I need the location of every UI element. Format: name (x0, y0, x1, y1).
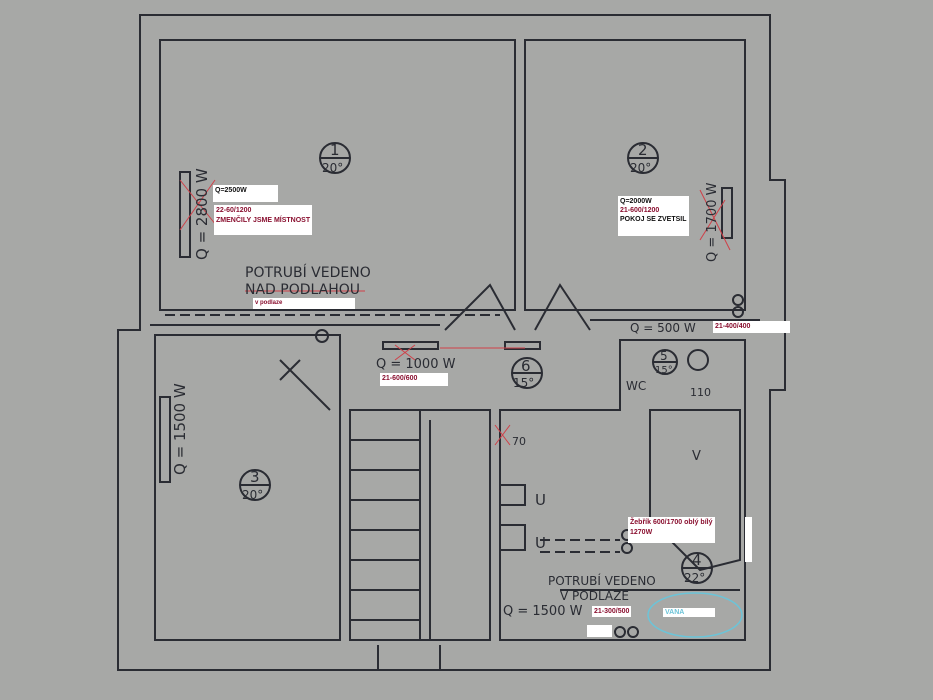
white-patch (587, 625, 612, 637)
room-1-number: 1 (330, 141, 340, 159)
bath-ladder: Žebřík 600/1700 oblý bílý (630, 519, 713, 526)
room1-annotation-box: 22-60/1200 ZMENČILY JSME MÍSTNOST (214, 205, 313, 235)
room-6-number: 6 (521, 357, 531, 375)
staircase (349, 409, 491, 641)
bath-type: 21-300/500 (592, 606, 632, 617)
vana-label: VANA (663, 608, 715, 617)
q-hall: Q = 1000 W (376, 357, 456, 372)
wall-horizontal (150, 319, 760, 326)
u-label-1: U (535, 491, 546, 509)
room-4-temp: 22° (684, 571, 705, 585)
hall-type: 21-600/600 (380, 373, 448, 386)
bathroom-wall (499, 339, 746, 641)
room-5-number: 5 (660, 349, 668, 363)
white-strip (745, 517, 752, 562)
pipe-top-1: POTRUBÍ VEDENO (245, 264, 371, 281)
room-3-temp: 20° (242, 488, 263, 502)
pipe-note: v podlaze (253, 298, 355, 309)
pipe-bottom-2: V PODLAZE (560, 589, 629, 603)
room-5-temp: 15° (655, 365, 673, 376)
u-label-2: U (535, 534, 546, 552)
bath-ladder-w: 1270W (630, 529, 653, 536)
wc-type: 21-400/400 (713, 321, 790, 333)
v-label: V (692, 449, 701, 464)
room2-note: POKOJ SE ZVETSIL (620, 216, 687, 223)
wc-label: WC (626, 379, 646, 393)
q-room3: Q = 1500 W (171, 383, 189, 475)
q-room2: Q = 1700 W (705, 182, 720, 262)
room1-type: 22-60/1200 (216, 207, 252, 214)
bath-ladder-box: Žebřík 600/1700 oblý bílý 1270W (628, 517, 715, 543)
room-3-number: 3 (250, 468, 260, 486)
room2-q: Q=2000W (620, 198, 652, 205)
room-4-number: 4 (692, 551, 702, 569)
q-bath: Q = 1500 W (503, 604, 583, 619)
room1-note: ZMENČILY JSME MÍSTNOST (216, 217, 311, 224)
n70-label: 70 (512, 435, 526, 448)
outer-wall (117, 14, 786, 671)
room1-q-annotation: Q=2500W (213, 185, 278, 202)
room-1-temp: 20° (322, 161, 343, 175)
n110-label: 110 (690, 386, 711, 399)
q-room1: Q = 2800 W (193, 168, 211, 260)
room-2-temp: 20° (630, 161, 651, 175)
room2-type: 21-600/1200 (620, 207, 660, 214)
pipe-dashed (165, 314, 620, 553)
pipe-top-2: NAD PODLAHOU (245, 282, 360, 298)
vana-ellipse (647, 592, 743, 638)
room-6-temp: 15° (513, 376, 534, 390)
room2-annotation-box: Q=2000W 21-600/1200 POKOJ SE ZVETSIL (618, 196, 689, 236)
q-wc: Q = 500 W (630, 321, 696, 335)
pipe-bottom-1: POTRUBÍ VEDENO (548, 573, 656, 588)
room-2-number: 2 (638, 141, 648, 159)
inner-outline (159, 39, 516, 311)
